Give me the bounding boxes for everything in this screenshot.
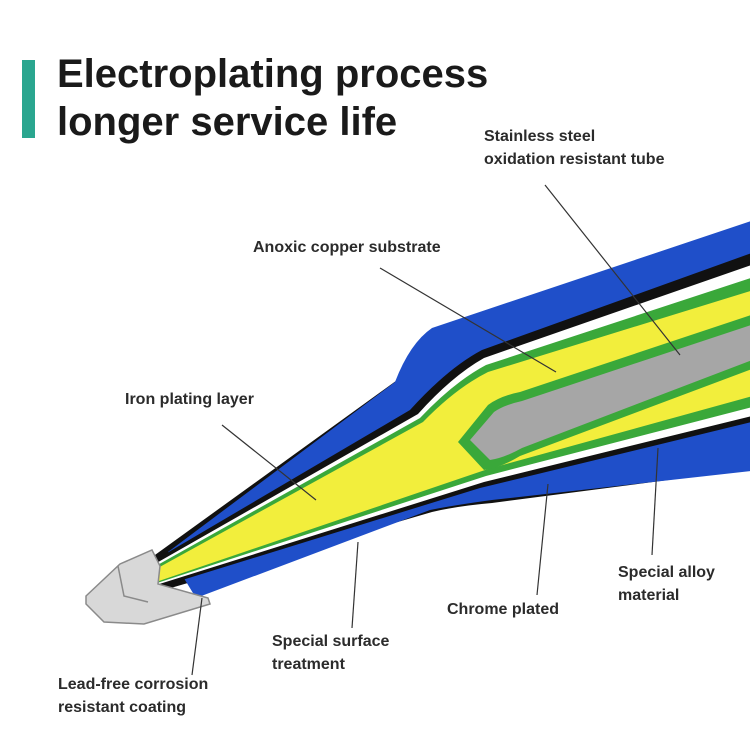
leader-stainless-steel [544,184,681,356]
leader-lead-free [191,597,203,676]
label-anoxic-copper: Anoxic copper substrate [253,239,441,256]
title-line-2: longer service life [57,100,398,144]
copper-substrate [156,291,750,582]
label-special-surface: Special surface treatment [272,633,390,673]
leader-special-surface [351,541,359,629]
label-iron-plating: Iron plating layer [125,391,254,408]
title-accent-bar [22,60,35,138]
page-title: Electroplating process longer service li… [57,50,488,146]
tip-edge-line [117,565,149,603]
label-chrome-plated: Chrome plated [447,601,560,618]
title-line-1: Electroplating process [57,52,489,96]
leader-anoxic-copper [379,267,557,373]
leader-special-alloy [651,447,659,556]
leader-iron-plating [221,424,317,501]
label-special-alloy: Special alloy material [618,564,715,604]
label-stainless-steel: Stainless steel oxidation resistant tube [484,128,665,168]
lead-free-tip [85,549,211,625]
label-lead-free: Lead-free corrosion resistant coating [58,676,209,716]
leader-chrome-plated [536,483,549,596]
stainless-steel-core [470,325,750,460]
